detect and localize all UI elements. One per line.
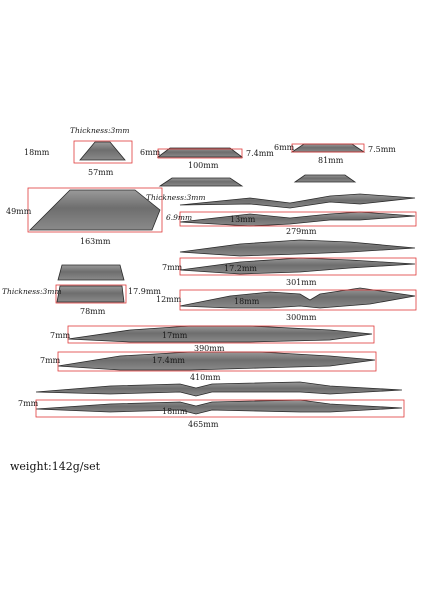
piece-block-78-top: [57, 264, 125, 281]
label-p3-width: 81mm: [318, 156, 344, 165]
dim-box-p2: [157, 148, 243, 159]
weight-label: weight:142g/set: [10, 460, 101, 473]
piece-trapezoid-large: [29, 189, 161, 231]
dim-box-p9: [67, 325, 375, 344]
piece-long-301: [179, 257, 416, 275]
label-thickness-a: Thickness:3mm: [70, 126, 129, 135]
dim-box-p1: [73, 140, 133, 164]
label-p3-height: 6mm: [274, 143, 295, 152]
label-p10-height: 7mm: [40, 356, 61, 365]
piece-long-410: [57, 351, 376, 371]
label-thickness-c: Thickness:3mm: [2, 287, 61, 296]
piece-strip-81-dup: [293, 174, 357, 183]
label-p4-width: 163mm: [80, 237, 111, 246]
label-p2-height2: 7.4mm: [246, 149, 274, 158]
label-p6-width: 301mm: [286, 278, 317, 287]
label-p2-height: 6mm: [140, 148, 161, 157]
label-p8-mid: 18mm: [234, 297, 260, 306]
label-p8-width: 300mm: [286, 313, 317, 322]
label-p6-height: 7mm: [162, 263, 183, 272]
dim-box-p11: [35, 399, 405, 418]
dim-box-p10: [57, 351, 377, 372]
label-p9-height: 7mm: [50, 331, 71, 340]
piece-long-279: [179, 211, 416, 227]
piece-long-390: [67, 325, 373, 343]
dim-box-p8: [179, 289, 417, 311]
piece-strip-100-dup: [158, 177, 244, 187]
dim-box-p3: [291, 143, 365, 153]
label-p5-mid: 13mm: [230, 215, 256, 224]
piece-trapezoid-small: [79, 141, 126, 161]
label-p6-mid: 17.2mm: [224, 264, 257, 273]
label-thickness-b: Thickness:3mm: [146, 193, 205, 202]
label-p5-height: 6.9mm: [166, 213, 192, 222]
label-p9-width: 390mm: [194, 344, 225, 353]
dim-box-p6: [179, 257, 417, 276]
piece-block-78: [56, 285, 125, 303]
label-p11-mid: 18mm: [162, 407, 188, 416]
label-p10-mid: 17.4mm: [152, 356, 185, 365]
label-p3-height2: 7.5mm: [368, 145, 396, 154]
label-p10-width: 410mm: [190, 373, 221, 382]
dim-box-p5: [179, 211, 417, 227]
label-p11-width: 465mm: [188, 420, 219, 429]
label-p8-height: 12mm: [156, 295, 182, 304]
label-p1-width: 57mm: [88, 168, 114, 177]
dim-box-p4: [27, 187, 163, 233]
piece-long-301-top: [179, 239, 416, 257]
piece-long-465: [35, 399, 403, 415]
label-p5-width: 279mm: [286, 227, 317, 236]
label-p2-width: 100mm: [188, 161, 219, 170]
piece-strip-100: [156, 147, 244, 158]
piece-strip-81: [290, 143, 366, 153]
label-p11-height: 7mm: [18, 399, 39, 408]
piece-long-300: [179, 287, 416, 309]
piece-long-279-top: [179, 193, 416, 209]
label-p7-width: 78mm: [80, 307, 106, 316]
piece-long-465-top: [35, 381, 403, 397]
label-p1-height: 18mm: [24, 148, 50, 157]
label-p7-height: 17.9mm: [128, 287, 161, 296]
label-p4-height: 49mm: [6, 207, 32, 216]
label-p9-mid: 17mm: [162, 331, 188, 340]
dim-box-p7: [55, 284, 127, 304]
